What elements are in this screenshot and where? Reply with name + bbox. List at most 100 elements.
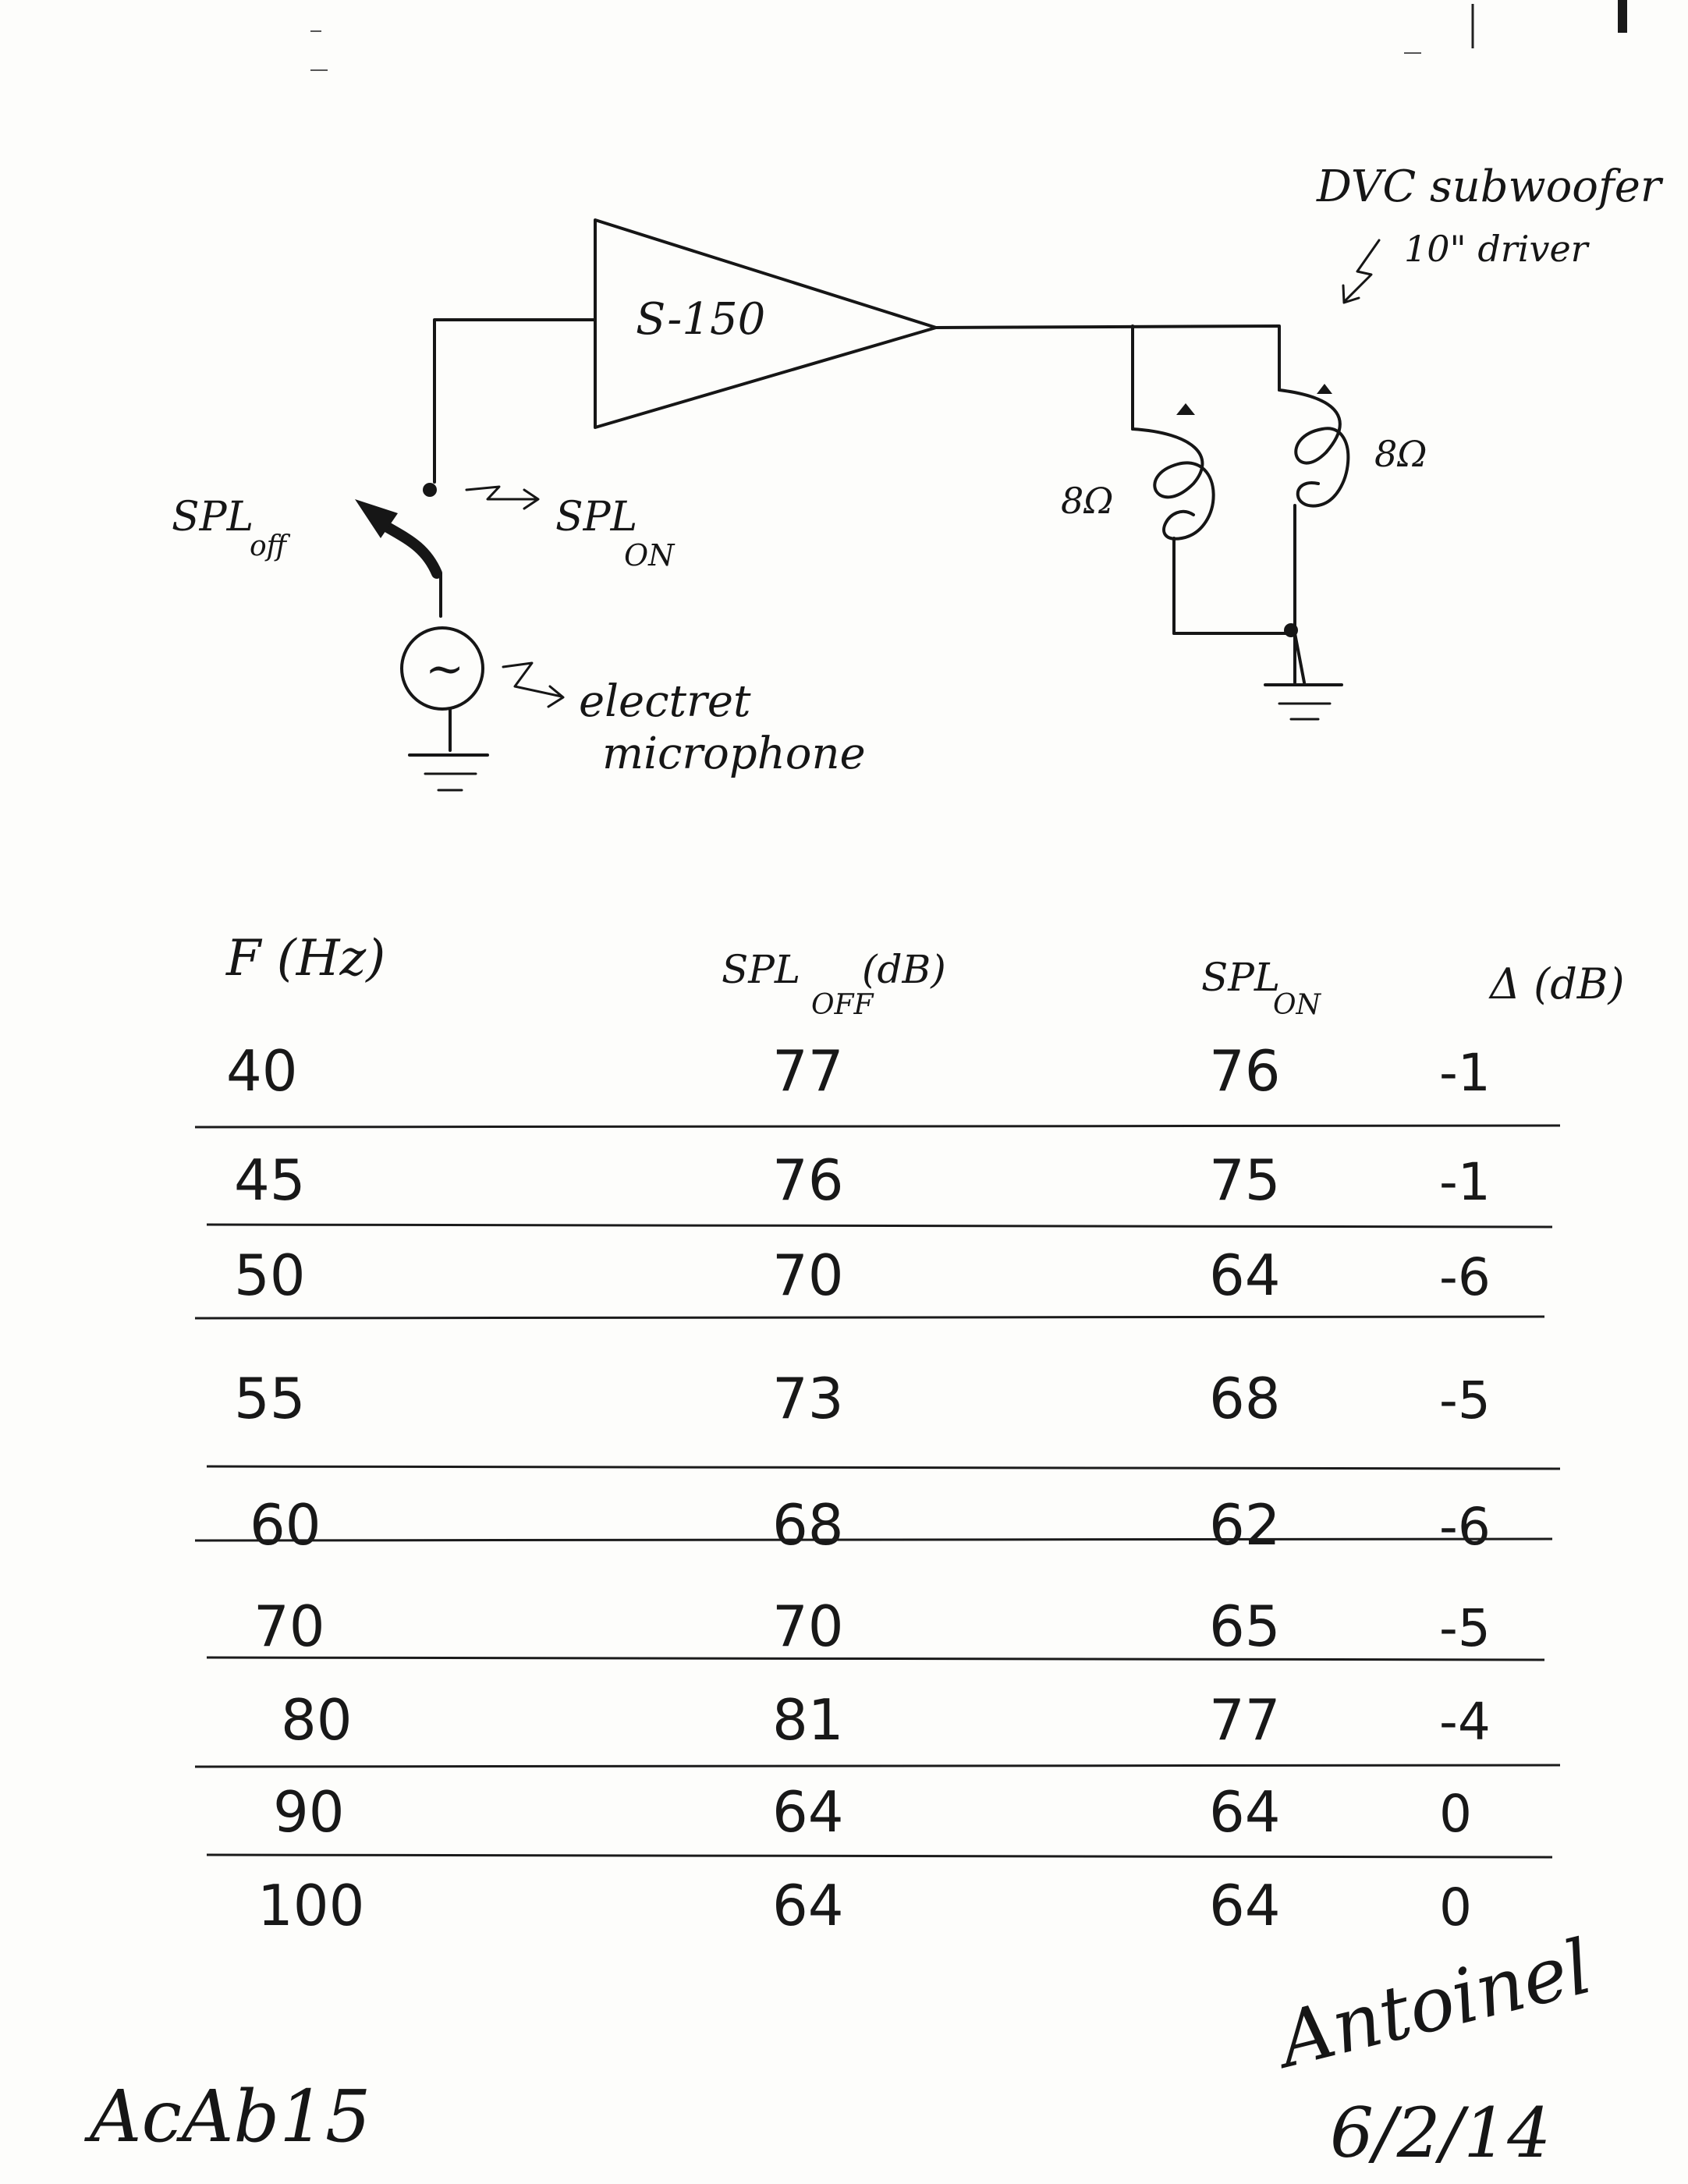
delta-cell: -6 xyxy=(1439,1497,1491,1557)
table-rule xyxy=(194,1315,1545,1320)
spl-off-cell: 81 xyxy=(772,1687,844,1753)
spl-on-cell: 65 xyxy=(1209,1594,1281,1659)
table-row: 55 73 68 -5 xyxy=(234,1366,1491,1431)
frequency-cell: 60 xyxy=(250,1492,321,1558)
table-rule xyxy=(194,1764,1561,1768)
svg-text:10" driver: 10" driver xyxy=(1404,228,1590,270)
phase-mark-right xyxy=(1317,384,1332,394)
spl-off-cell: 64 xyxy=(772,1779,844,1845)
svg-text:off: off xyxy=(250,530,291,562)
scan-marks xyxy=(310,0,1627,71)
svg-text:(dB): (dB) xyxy=(862,947,946,992)
table-rows: 40 77 76 -1 45 76 75 -1 50 70 64 -6 55 73 68 -5 60 68 62 -6… xyxy=(226,1038,1491,1938)
measurement-table: F (Hz) SPL OFF (dB) SPL ON Δ (dB) 40 77 76… xyxy=(194,930,1625,1938)
arrow-to-microphone xyxy=(502,661,565,708)
svg-text:SPL: SPL xyxy=(722,947,800,992)
spl-off-label: SPL off xyxy=(172,494,291,562)
delta-cell: 0 xyxy=(1439,1784,1472,1844)
spl-off-cell: 64 xyxy=(772,1873,844,1938)
svg-text:SPL: SPL xyxy=(1201,955,1280,1000)
svg-text:electret: electret xyxy=(579,676,751,727)
spl-off-cell: 77 xyxy=(772,1038,844,1104)
table-rule xyxy=(206,1853,1553,1859)
delta-cell: -5 xyxy=(1439,1370,1491,1431)
table-rules xyxy=(194,1124,1561,1859)
table-row: 50 70 64 -6 xyxy=(234,1243,1491,1308)
output-wire xyxy=(934,324,1281,392)
delta-cell: -1 xyxy=(1439,1152,1491,1212)
table-header: F (Hz) SPL OFF (dB) SPL ON Δ (dB) xyxy=(225,930,1625,1021)
speaker-label: DVC subwoofer 10" driver xyxy=(1316,161,1664,270)
svg-text:microphone: microphone xyxy=(602,729,866,779)
svg-text:OFF: OFF xyxy=(811,989,874,1021)
switch-arm xyxy=(377,519,442,579)
voice-coil-left xyxy=(1131,403,1215,635)
microphone-label: electret microphone xyxy=(579,676,866,779)
spl-on-cell: 64 xyxy=(1209,1779,1281,1845)
arrow-to-spl-on xyxy=(465,485,540,510)
spl-on-cell: 64 xyxy=(1209,1243,1281,1308)
header-spl-off: SPL OFF (dB) xyxy=(722,947,946,1021)
table-row: 45 76 75 -1 xyxy=(234,1147,1491,1213)
spl-on-cell: 75 xyxy=(1209,1147,1281,1213)
switch-contact-on xyxy=(423,483,437,497)
frequency-cell: 70 xyxy=(254,1594,325,1659)
spl-off-cell: 70 xyxy=(772,1594,844,1659)
table-row: 70 70 65 -5 xyxy=(254,1594,1491,1659)
switch-arrowhead xyxy=(355,499,398,538)
spl-on-label: SPL ON xyxy=(555,494,676,573)
svg-text:ON: ON xyxy=(1273,989,1322,1021)
frequency-cell: 55 xyxy=(234,1366,306,1431)
delta-cell: 0 xyxy=(1439,1877,1472,1938)
frequency-cell: 45 xyxy=(234,1147,306,1213)
coil-right-impedance: 8Ω xyxy=(1374,433,1427,475)
ground-icon-mic xyxy=(408,753,489,792)
amplifier-symbol xyxy=(594,218,938,429)
signature: Antoinel xyxy=(1264,1923,1600,2086)
spl-off-cell: 68 xyxy=(772,1492,844,1558)
frequency-cell: 50 xyxy=(234,1243,306,1308)
frequency-cell: 40 xyxy=(226,1038,298,1104)
spl-off-cell: 73 xyxy=(772,1366,844,1431)
table-rule xyxy=(206,1465,1561,1470)
circuit-schematic: S-150 ~ SPL off SPL ON electret xyxy=(172,161,1664,792)
arrow-to-speaker xyxy=(1342,239,1381,304)
phase-mark-left xyxy=(1176,403,1195,415)
spl-on-cell: 77 xyxy=(1209,1687,1281,1753)
table-row: 100 64 64 0 xyxy=(257,1873,1472,1938)
delta-cell: -4 xyxy=(1439,1692,1491,1752)
spl-on-cell: 62 xyxy=(1209,1492,1281,1558)
spl-off-cell: 70 xyxy=(772,1243,844,1308)
svg-text:SPL: SPL xyxy=(555,494,637,541)
signature-date: 6/2/14 xyxy=(1330,2093,1551,2173)
spl-on-cell: 64 xyxy=(1209,1873,1281,1938)
source-tilde-symbol: ~ xyxy=(425,642,464,697)
table-rule xyxy=(206,1223,1553,1228)
svg-text:Antoinel: Antoinel xyxy=(1264,1923,1600,2086)
coil-left-impedance: 8Ω xyxy=(1061,480,1113,522)
table-row: 40 77 76 -1 xyxy=(226,1038,1491,1104)
header-spl-on: SPL ON xyxy=(1201,955,1322,1021)
table-row: 90 64 64 0 xyxy=(273,1779,1472,1845)
spl-on-cell: 68 xyxy=(1209,1366,1281,1431)
svg-text:DVC subwoofer: DVC subwoofer xyxy=(1316,161,1664,212)
table-rule xyxy=(206,1656,1545,1661)
frequency-cell: 90 xyxy=(273,1779,345,1845)
svg-text:SPL: SPL xyxy=(172,494,254,541)
delta-cell: -5 xyxy=(1439,1598,1491,1658)
amplifier-label: S-150 xyxy=(636,294,765,345)
frequency-cell: 100 xyxy=(257,1873,364,1938)
delta-cell: -6 xyxy=(1439,1247,1491,1307)
spl-on-cell: 76 xyxy=(1209,1038,1281,1104)
header-frequency: F (Hz) xyxy=(225,930,385,987)
delta-cell: -1 xyxy=(1439,1043,1491,1103)
table-row: 60 68 62 -6 xyxy=(250,1492,1491,1558)
page-code: AcAb15 xyxy=(83,2075,371,2158)
microphone-source-symbol xyxy=(400,626,484,711)
table-rule xyxy=(194,1537,1553,1542)
header-delta: Δ (dB) xyxy=(1488,959,1625,1009)
table-rule xyxy=(194,1124,1561,1129)
spl-off-cell: 76 xyxy=(772,1147,844,1213)
